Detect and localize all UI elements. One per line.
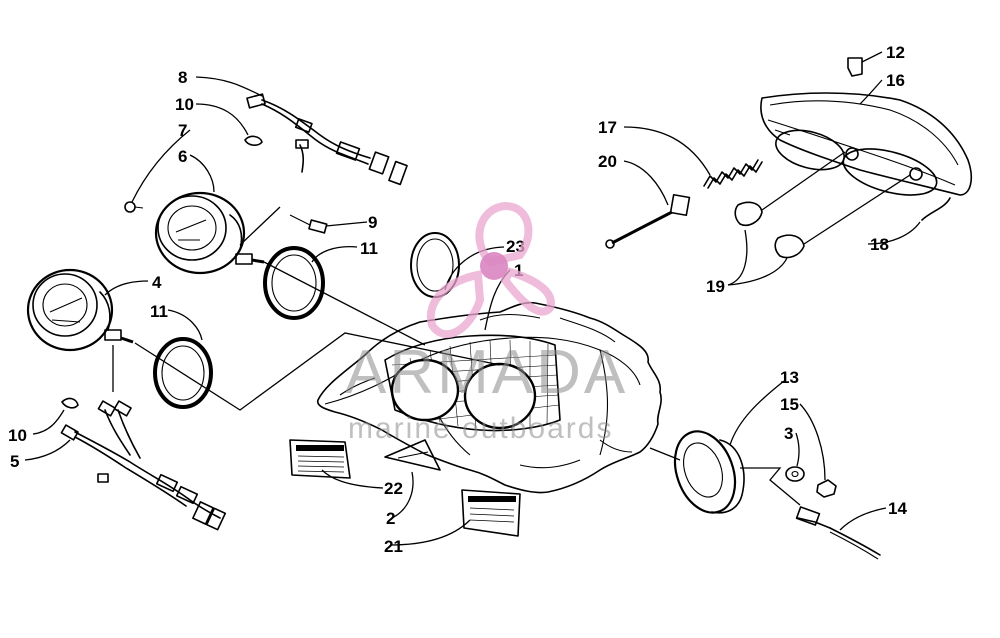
watermark-brand: ARMADA — [345, 338, 628, 407]
clip-12 — [847, 57, 863, 77]
callout-19: 19 — [706, 277, 725, 296]
washer-3 — [785, 466, 805, 482]
callout-11-upper: 11 — [360, 239, 378, 258]
callout-3: 3 — [784, 424, 793, 443]
decal-2 — [384, 439, 441, 471]
callout-14: 14 — [888, 499, 907, 518]
callout-10-upper: 10 — [175, 95, 194, 114]
nut-15 — [816, 479, 837, 498]
housing-13 — [673, 430, 745, 514]
watermark-tagline: marine outboards — [348, 412, 613, 445]
callout-16: 16 — [886, 71, 905, 90]
armada-logo-icon — [426, 201, 555, 339]
harness-5 — [60, 400, 227, 531]
callout-12: 12 — [886, 43, 905, 62]
callout-13: 13 — [780, 368, 799, 387]
callout-18: 18 — [870, 235, 889, 254]
callout-20: 20 — [598, 152, 617, 171]
ring-11-upper — [263, 246, 325, 320]
cable-14 — [795, 506, 881, 560]
dash-panel — [316, 301, 662, 494]
gauge-6 — [154, 191, 265, 275]
callout-22: 22 — [384, 479, 403, 498]
decal-21 — [461, 489, 521, 537]
callouts: 8 10 7 6 9 11 4 11 10 5 23 1 22 2 21 12 … — [8, 43, 907, 556]
watermark: ARMADA marine outboards — [345, 201, 628, 445]
callout-8: 8 — [178, 68, 187, 87]
clip-10-upper — [244, 135, 263, 146]
bulb-9 — [289, 214, 328, 234]
gauge-4 — [26, 268, 134, 352]
callout-17: 17 — [598, 118, 617, 137]
callout-2: 2 — [386, 509, 395, 528]
screw-7 — [124, 201, 144, 213]
callout-10-lower: 10 — [8, 426, 27, 445]
callout-11-lower: 11 — [150, 302, 168, 321]
callout-leaders — [24, 51, 921, 546]
callout-6: 6 — [178, 147, 187, 166]
callout-7: 7 — [178, 121, 187, 140]
ring-11-lower — [153, 337, 213, 409]
clip-18 — [921, 197, 951, 221]
spring-17 — [703, 159, 763, 189]
socket-19 — [734, 151, 911, 259]
callout-15: 15 — [780, 395, 799, 414]
headlight-16 — [760, 92, 972, 196]
callout-4: 4 — [152, 273, 162, 292]
callout-9: 9 — [368, 213, 377, 232]
decal-22 — [289, 439, 351, 479]
screw-20 — [605, 193, 691, 249]
harness-8 — [246, 93, 408, 186]
callout-1: 1 — [514, 261, 523, 280]
clip-10-lower — [61, 397, 79, 409]
callout-5: 5 — [10, 452, 19, 471]
callout-21: 21 — [384, 537, 403, 556]
